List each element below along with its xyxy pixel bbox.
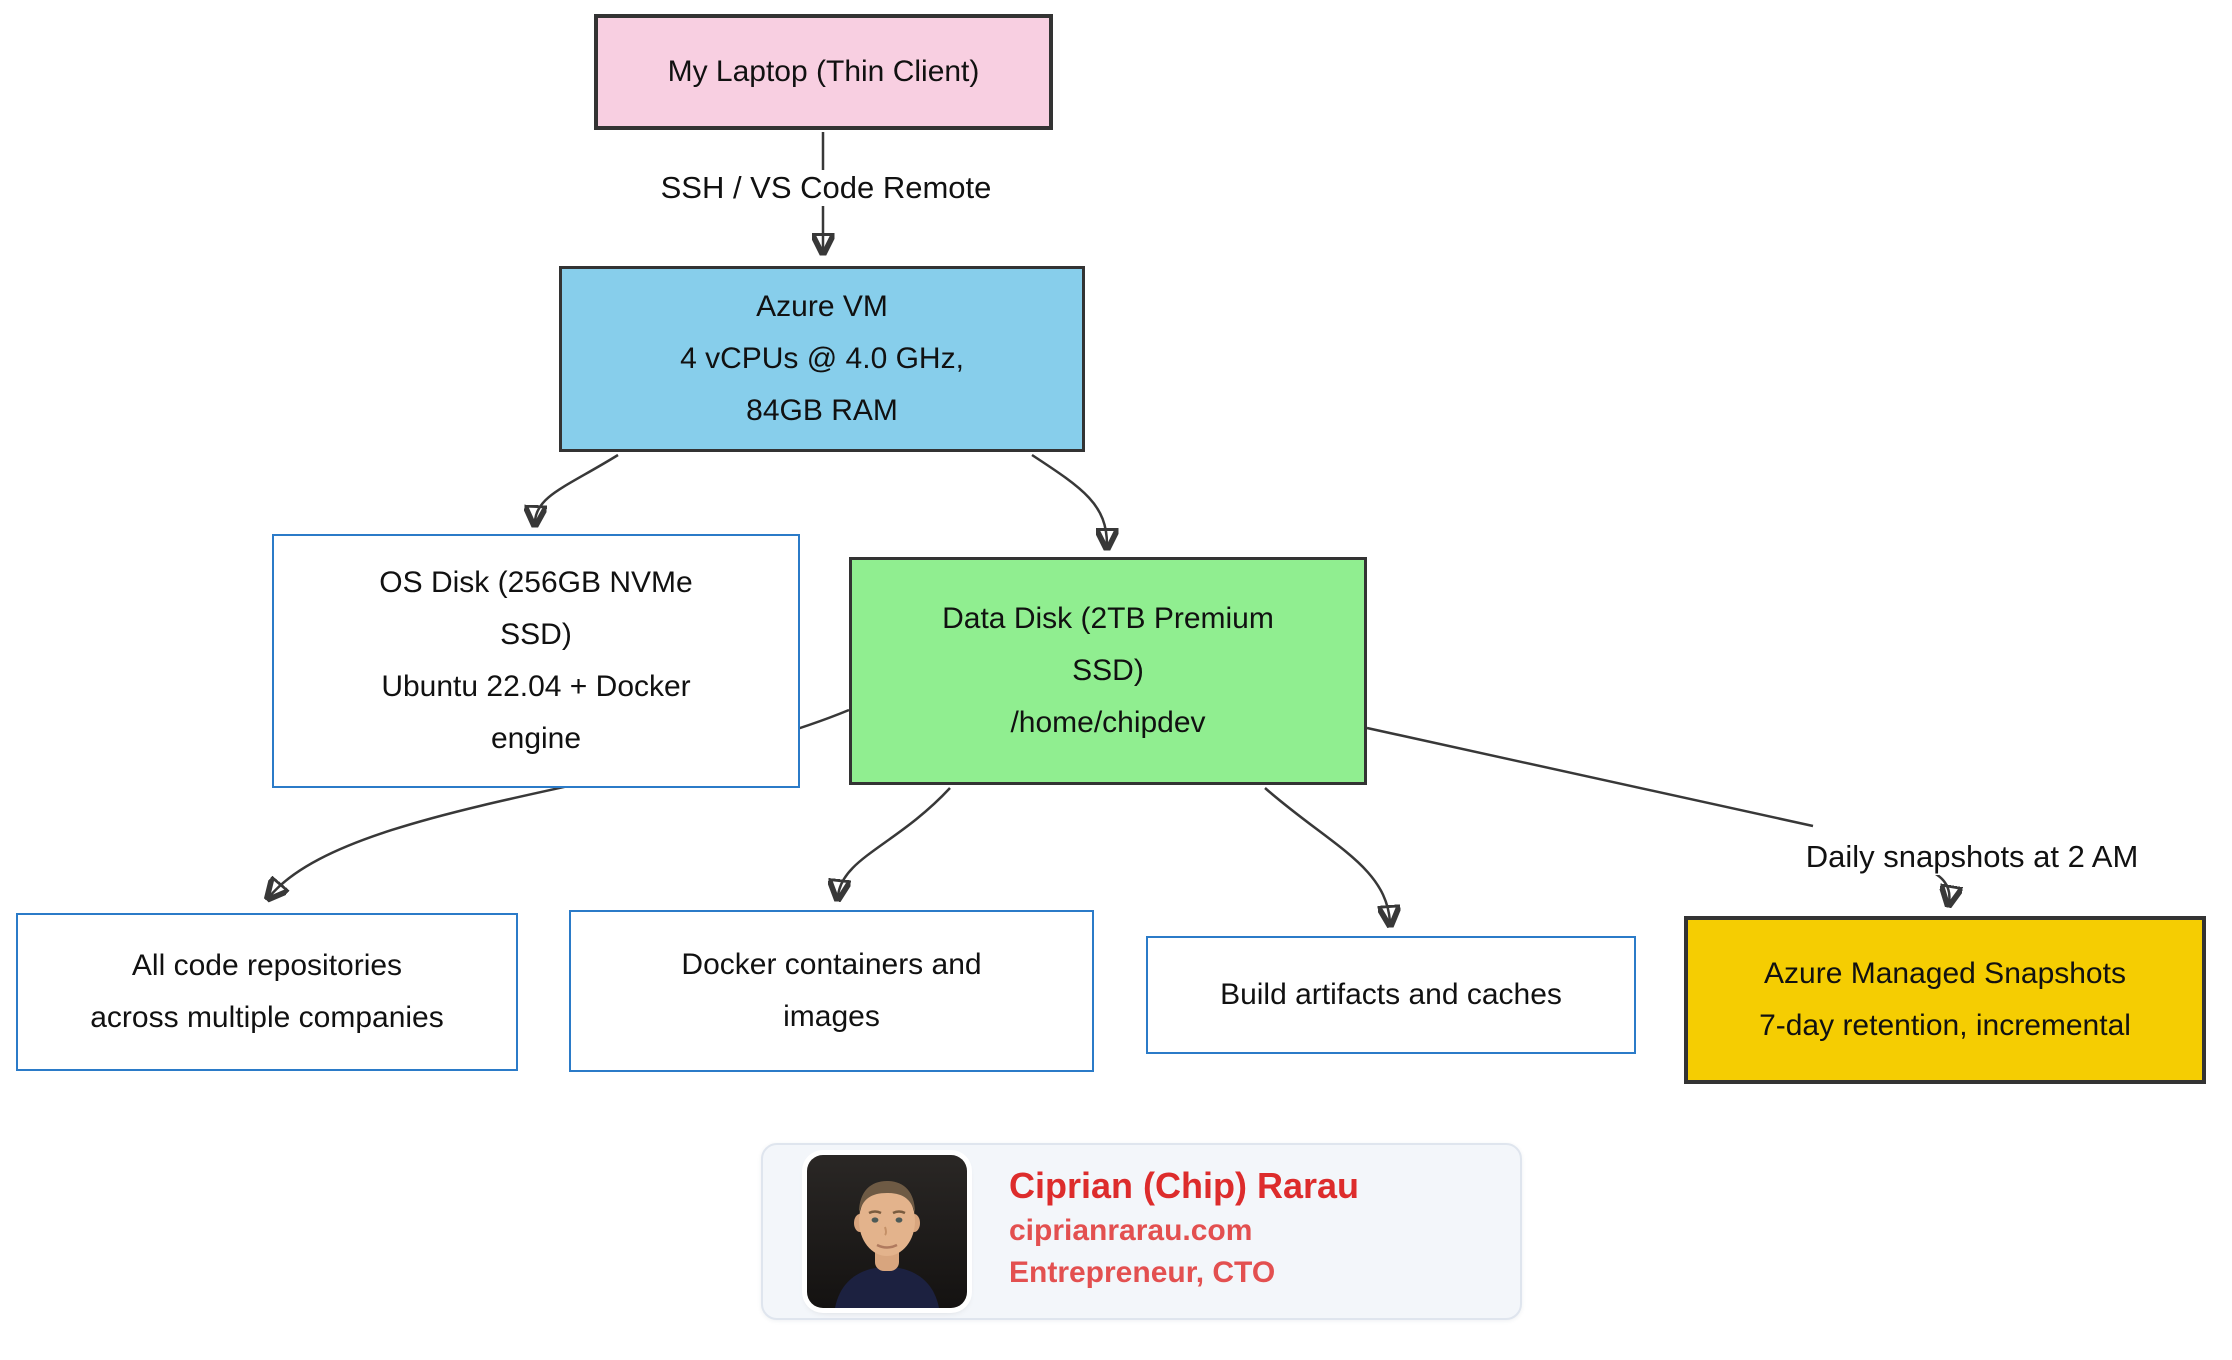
edge-vm-to-data-disk (1031, 453, 1107, 545)
author-job-title: Entrepreneur, CTO (1009, 1256, 1276, 1289)
node-code-repositories-line: across multiple companies (90, 1001, 444, 1034)
author-info: Ciprian (Chip) Rarau ciprianrarau.com En… (1009, 1163, 1359, 1293)
node-os-disk-line: Ubuntu 22.04 + Docker (381, 670, 691, 703)
author-photo (807, 1155, 967, 1308)
author-portrait-image (807, 1155, 967, 1308)
node-data-disk: Data Disk (2TB Premium SSD) /home/chipde… (849, 557, 1367, 785)
node-os-disk-line: engine (490, 722, 582, 755)
edge-vm-to-os-disk (535, 453, 619, 522)
node-code-repositories: All code repositories across multiple co… (16, 913, 518, 1071)
edge-daily-label-to-snapshots (1929, 869, 1949, 902)
node-data-disk-line: SSD) (1072, 654, 1144, 687)
node-azure-managed-snapshots-line: Azure Managed Snapshots (1764, 957, 2126, 990)
node-os-disk-line: SSD) (500, 618, 572, 651)
node-docker-containers-line: images (783, 1000, 880, 1033)
node-laptop-label: My Laptop (Thin Client) (667, 55, 980, 88)
edge-data-disk-to-docker (838, 787, 951, 896)
node-os-disk: OS Disk (256GB NVMe SSD) Ubuntu 22.04 + … (272, 534, 800, 788)
node-docker-containers: Docker containers and images (569, 910, 1094, 1072)
node-azure-vm-line: Azure VM (756, 290, 888, 323)
node-data-disk-line: /home/chipdev (1010, 706, 1206, 739)
edge-label-ssh: SSH / VS Code Remote (652, 170, 1000, 206)
edge-label-daily-snapshots: Daily snapshots at 2 AM (1797, 839, 2147, 875)
edge-data-disk-to-artifacts (1264, 787, 1390, 922)
node-docker-containers-line: Docker containers and (681, 948, 982, 981)
node-data-disk-line: Data Disk (2TB Premium (942, 602, 1274, 635)
node-azure-vm: Azure VM 4 vCPUs @ 4.0 GHz, 84GB RAM (559, 266, 1085, 452)
author-website-link[interactable]: ciprianrarau.com (1009, 1214, 1253, 1247)
node-azure-managed-snapshots-line: 7-day retention, incremental (1759, 1009, 2131, 1042)
node-build-artifacts-line: Build artifacts and caches (1220, 978, 1562, 1011)
node-code-repositories-line: All code repositories (131, 949, 403, 982)
node-os-disk-line: OS Disk (256GB NVMe (379, 566, 693, 599)
edge-data-disk-to-daily-label (1366, 726, 1814, 828)
node-azure-managed-snapshots: Azure Managed Snapshots 7-day retention,… (1684, 916, 2206, 1084)
node-azure-vm-line: 84GB RAM (746, 394, 898, 427)
node-azure-vm-line: 4 vCPUs @ 4.0 GHz, (680, 342, 964, 375)
node-laptop: My Laptop (Thin Client) (594, 14, 1053, 130)
author-name: Ciprian (Chip) Rarau (1009, 1165, 1360, 1206)
node-build-artifacts: Build artifacts and caches (1146, 936, 1636, 1054)
author-card: Ciprian (Chip) Rarau ciprianrarau.com En… (761, 1143, 1522, 1320)
